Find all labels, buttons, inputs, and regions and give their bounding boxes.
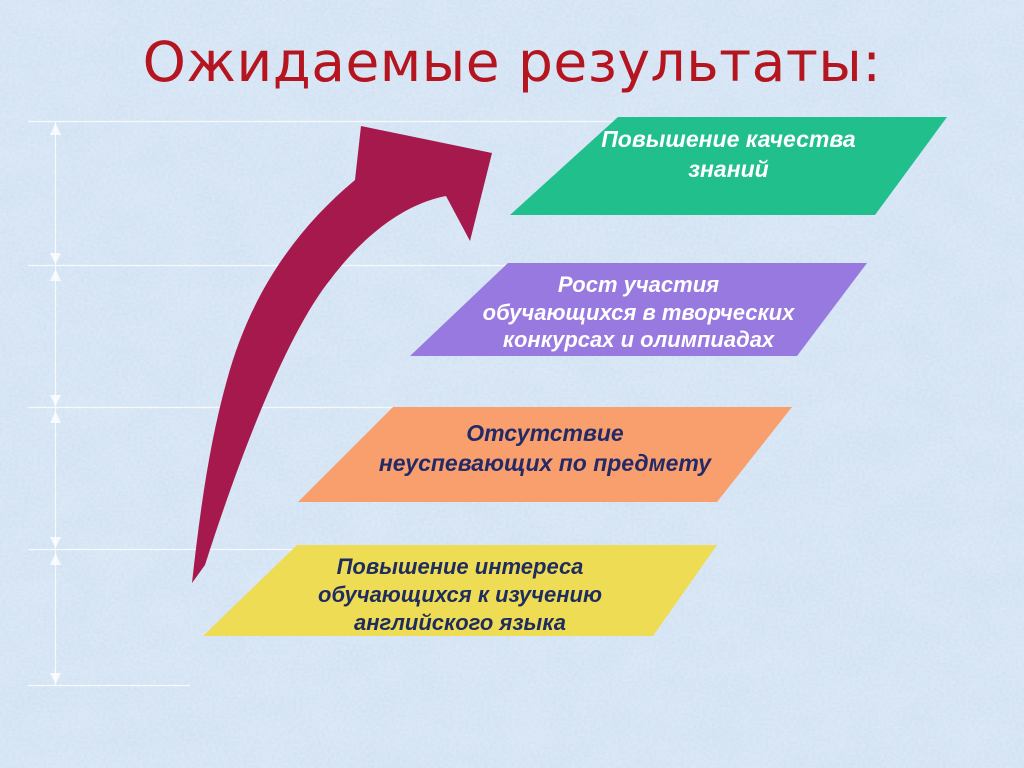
band-text: Повышение интереса обучающихся к изучени… (203, 553, 717, 636)
band-text-line: обучающихся к изучению (318, 581, 602, 607)
band-text-line: Повышение качества (601, 126, 856, 152)
band-text-line: конкурсах и олимпиадах (502, 327, 775, 352)
band-text-line: неуспевающих по предмету (378, 449, 712, 476)
band-text: Рост участия обучающихся в творческих ко… (410, 271, 867, 354)
band-text-line: Повышение интереса (336, 554, 584, 579)
result-band-interest-in-english: Повышение интереса обучающихся к изучени… (203, 545, 717, 636)
band-text: Повышение качества знаний (510, 125, 947, 185)
band-text-line: Рост участия (557, 272, 720, 297)
result-band-no-failing-students: Отсутствие неуспевающих по предмету (298, 407, 792, 502)
band-text-line: знаний (688, 155, 769, 182)
band-text-line: английского языка (353, 609, 567, 635)
band-text-line: Отсутствие (466, 420, 624, 446)
slide-title: Ожидаемые результаты: (142, 30, 882, 94)
band-text-line: обучающихся в творческих (482, 299, 795, 325)
band-text: Отсутствие неуспевающих по предмету (298, 419, 792, 479)
